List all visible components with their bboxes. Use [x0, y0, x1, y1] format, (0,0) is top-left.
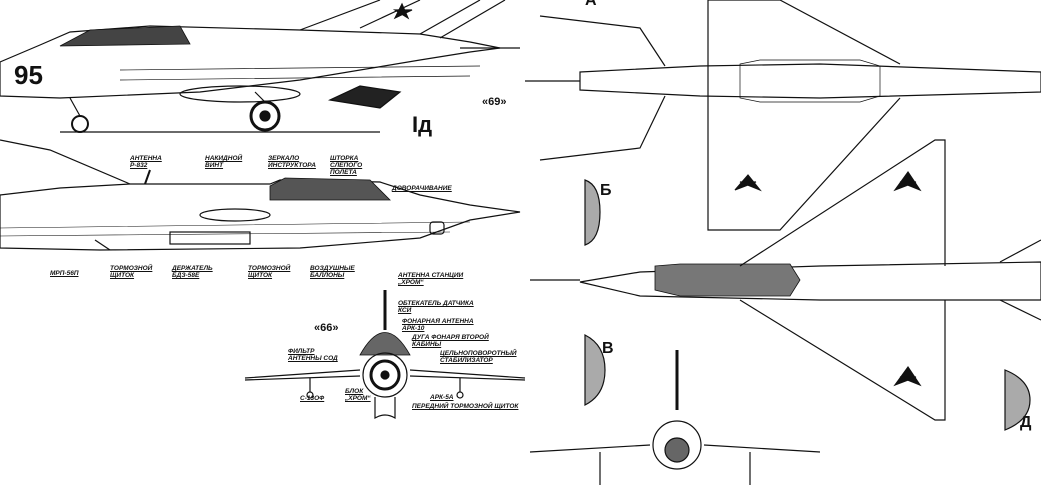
section-d-shape: [1004, 369, 1031, 431]
label-khrom-block: Блок „Хром“: [345, 388, 371, 402]
variant-label-66: «66»: [314, 322, 339, 334]
label-ark5a: АРК-5А: [430, 394, 454, 401]
label-canopy-arc: Дуга фонаря второй кабины: [412, 334, 489, 348]
front-view-66: [244, 290, 526, 420]
board-number: 95: [14, 60, 43, 90]
label-sod-filter: Фильтр антенны СОД: [288, 348, 338, 362]
side-view-2: [0, 139, 521, 251]
label-stabilizer: Цельноповоротный стабилизатор: [440, 350, 517, 364]
label-air-bottles: Воздушные баллоны: [310, 265, 355, 279]
view-id-side: Iд: [412, 112, 433, 137]
section-v-shape: [584, 334, 606, 406]
section-label-v: В: [602, 340, 614, 357]
label-brake-flap-1: Тормозной щиток: [110, 265, 153, 279]
plan-view-top: [525, 0, 1041, 231]
variant-label-69: «69»: [482, 96, 507, 108]
section-label-b: Б: [600, 182, 612, 199]
label-khrom-antenna: Антенна станции „Хром“: [398, 272, 464, 286]
section-b-shape: [584, 179, 601, 246]
label-ark10-antenna: Фонарная антенна АРК-10: [402, 318, 474, 332]
section-label-a: А: [585, 0, 597, 9]
label-brake-flap-2: Тормозной щиток: [248, 265, 291, 279]
label-mrp56p: МРП-56П: [50, 270, 79, 277]
label-blind-flight-curtain: Шторка слепого полета: [330, 155, 363, 176]
label-s13of: С-13ОФ: [300, 395, 325, 402]
label-screw: Накидной винт: [205, 155, 243, 169]
front-view-bottom: [529, 350, 821, 485]
label-dovorachivanie: Доворачивание: [392, 185, 452, 192]
section-label-d: Д: [1020, 414, 1032, 431]
label-instructor-mirror: Зеркало инструктора: [268, 155, 316, 169]
label-ksi-fairing: Обтекатель датчика КСИ: [398, 300, 474, 314]
label-bdz-holder: Держатель БДЗ-58Е: [172, 265, 213, 279]
label-antenna-r832: Антенна Р-832: [130, 155, 162, 169]
label-front-brake-flap: Передний тормозной щиток: [412, 403, 519, 410]
plan-view-second: [530, 139, 1041, 421]
side-view-69: [0, 0, 520, 133]
